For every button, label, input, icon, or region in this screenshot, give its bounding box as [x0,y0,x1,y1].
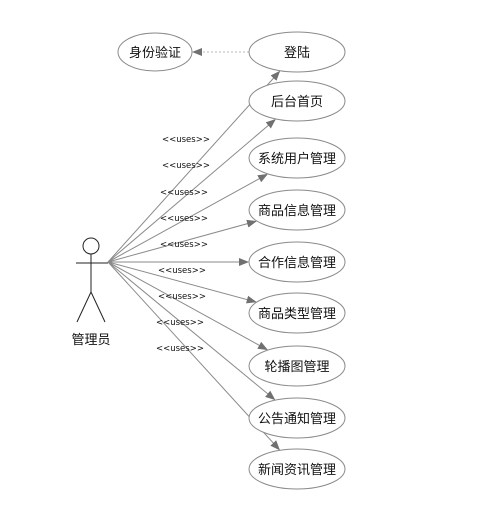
uses-edge-2 [107,118,276,263]
use-case-label-2: 后台首页 [271,95,323,110]
use-case-label-5: 合作信息管理 [258,255,336,271]
use-case-ellipse-1 [248,31,346,73]
use-case-label-3: 系统用户管理 [258,151,336,167]
uses-label-3: <<uses>> [160,188,208,198]
actor-layer: 管理员 [71,237,111,348]
use-case-ellipse-7 [248,345,346,387]
use-case-ellipse-2 [248,80,346,122]
actor-right-leg-icon [90,291,106,323]
uses-label-5: <<uses>> [160,240,208,250]
use-case-auth-label: 身份验证 [129,45,181,61]
use-case-ellipse-9 [248,448,346,490]
use-case-ellipse-6 [248,292,346,334]
uses-label-7: <<uses>> [158,292,206,302]
use-case-label-9: 新闻资讯管理 [258,462,336,478]
uses-edge-7 [107,261,268,351]
use-case-label-6: 商品类型管理 [258,307,336,322]
uses-edge-8 [107,261,276,401]
use-case-ellipse-4 [248,189,346,231]
uses-label-8: <<uses>> [156,318,204,328]
nodes-layer: 身份验证 登陆后台首页系统用户管理商品信息管理合作信息管理商品类型管理轮播图管理公… [117,31,346,490]
uses-label-2: <<uses>> [162,161,210,171]
use-case-label-4: 商品信息管理 [258,203,336,219]
edges-layer [107,48,281,451]
uses-edge-4 [107,219,257,263]
use-case-ellipse-8 [248,397,346,439]
uses-edge-6 [107,261,257,304]
actor-left-leg-icon [76,291,92,323]
use-case-label-7: 轮播图管理 [264,360,329,375]
use-case-label-1: 登陆 [284,45,310,61]
uses-label-6: <<uses>> [158,266,206,276]
use-case-ellipse-3 [248,137,346,179]
uses-label-1: <<uses>> [162,135,210,145]
use-case-label-8: 公告通知管理 [258,411,336,427]
actor-head-icon [82,237,100,255]
use-case-auth-ellipse [117,32,193,72]
uses-labels-layer: <<uses>> <<uses>> <<uses>> <<uses>> <<uses>>… [156,135,210,354]
uses-label-9: <<uses>> [156,344,204,354]
use-case-ellipse-5 [248,241,346,283]
actor-label: 管理员 [71,333,110,348]
uses-edge-3 [107,173,268,263]
uses-label-4: <<uses>> [160,214,208,224]
